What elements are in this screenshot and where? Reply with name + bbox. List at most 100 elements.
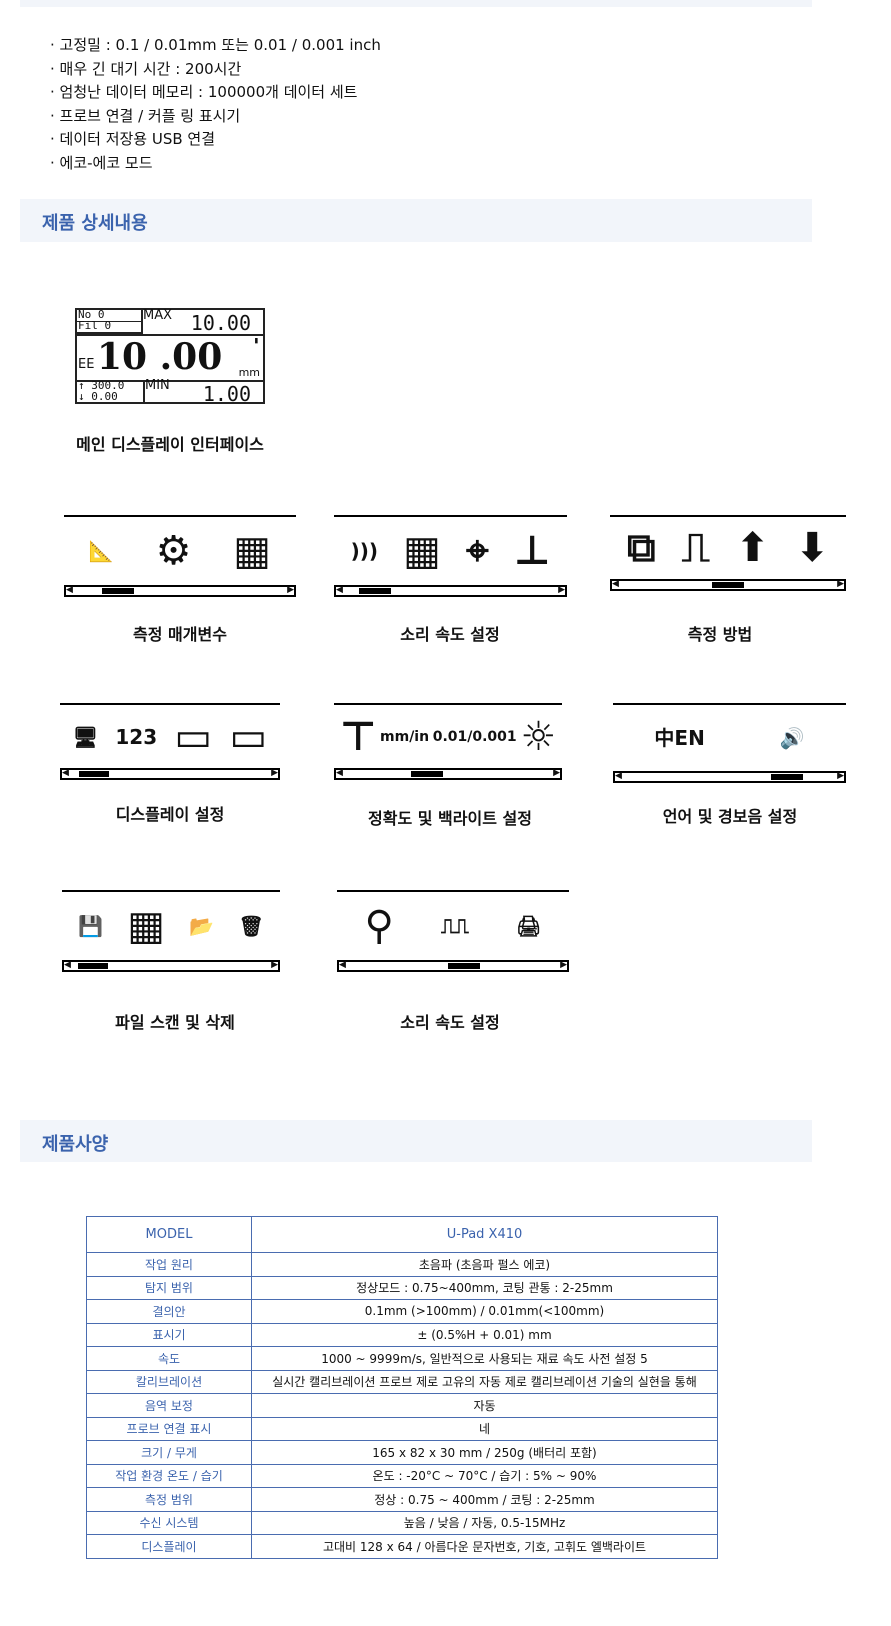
menu-option-icon: 123 — [115, 724, 158, 749]
menu-option-icon: ⧉ — [627, 525, 656, 571]
menu-screen: ⧉⎍⬆⬇◀▶ — [610, 515, 846, 591]
menu-icons: 💾▦📂🗑 — [66, 896, 276, 956]
section-title: 제품 상세내용 — [42, 213, 148, 234]
header-cell: U-Pad X410 — [251, 1216, 718, 1253]
spec-value: 실시간 캘리브레이션 프로브 제로 고유의 자동 제로 캘리브레이션 기술의 실… — [251, 1369, 718, 1394]
menu-caption: 측정 방법 — [687, 625, 753, 644]
menu-option-icon: 🗑 — [238, 914, 264, 938]
scrollbar-thumb — [101, 588, 134, 594]
menu-option-icon: mm/in — [380, 728, 430, 745]
spec-value: 165 x 82 x 30 mm / 250g (배터리 포함) — [251, 1440, 718, 1465]
menu-option-icon: ⎍⎍ — [440, 914, 469, 938]
menu-icons: ⚲⎍⎍🖨 — [341, 896, 565, 956]
arrow-right-icon: ▶ — [837, 579, 844, 589]
scrollbar-thumb — [770, 774, 803, 780]
arrow-right-icon: ▶ — [558, 585, 565, 595]
menu-option-icon: ⚙ — [155, 528, 192, 574]
spec-value: 정상 : 0.75 ~ 400mm / 코팅 : 2-25mm — [251, 1487, 718, 1512]
menu-option-icon: ))) — [350, 539, 378, 563]
menu-caption: 정확도 및 백라이트 설정 — [368, 809, 532, 828]
menu-option-icon: 🔊 — [779, 726, 805, 750]
feature-item: · 데이터 저장용 USB 연결 — [50, 130, 216, 148]
feature-item: · 프로브 연결 / 커플 링 표시기 — [50, 106, 241, 125]
arrow-left-icon: ◀ — [612, 579, 619, 589]
menu-option-icon: 中EN — [654, 726, 705, 750]
scrollbar-thumb — [77, 963, 108, 969]
arrow-left-icon: ◀ — [66, 585, 73, 595]
top-band — [20, 0, 812, 7]
menu-icons: 🖥123▭▭ — [64, 709, 276, 764]
menu-screen: 📐 ⚙ ▦ ◀ ▶ — [64, 515, 296, 597]
menu-option-icon: ▭ — [174, 713, 213, 760]
scrollbar: ◀▶ — [610, 579, 846, 591]
scrollbar: ◀▶ — [334, 585, 567, 597]
menu-caption: 소리 속도 설정 — [400, 1013, 500, 1032]
menu-caption: 측정 매개변수 — [133, 625, 227, 644]
arrow-left-icon: ◀ — [336, 768, 343, 778]
feature-item: · 매우 긴 대기 시간 : 200시간 — [50, 59, 242, 78]
scrollbar: ◀▶ — [337, 960, 569, 972]
scrollbar-thumb — [359, 588, 392, 594]
menu-option-icon: 📐 — [88, 539, 114, 563]
menu-option-icon: ▦ — [403, 528, 441, 574]
spec-label: 측정 범위 — [86, 1487, 252, 1512]
menu-option-icon: 💾 — [78, 914, 104, 938]
menu-option-icon: ▦ — [127, 903, 166, 949]
menu-icons: )))▦⌖⊥ — [338, 521, 563, 581]
arrow-right-icon: ▶ — [560, 960, 567, 970]
menu-option-icon: ☼ — [520, 713, 557, 760]
menu-option-icon: ▦ — [233, 528, 272, 574]
spec-label: 작업 환경 온도 / 습기 — [86, 1463, 252, 1488]
menu-option-icon: ⚲ — [364, 903, 394, 949]
menu-screen: )))▦⌖⊥◀▶ — [334, 515, 567, 597]
spec-value: 높음 / 낮음 / 자동, 0.5-15MHz — [251, 1510, 718, 1535]
section-title: 제품사양 — [42, 1134, 109, 1155]
spec-label: 디스플레이 — [86, 1534, 252, 1559]
lcd-max-value: 10.00 — [190, 311, 251, 335]
menu-option-icon: ⬇ — [795, 525, 829, 571]
menu-icons: ⧉⎍⬆⬇ — [614, 521, 842, 575]
lcd-lower: ↓ 0.00 — [78, 390, 118, 403]
feature-item: · 에코-에코 모드 — [50, 153, 153, 172]
main-display: No 0 Fil 0 MAX 10.00 EE 10 .00 mm ▮ ↑ 30… — [75, 308, 265, 406]
menu-caption: 소리 속도 설정 — [400, 625, 500, 644]
spec-label: 수신 시스템 — [86, 1510, 252, 1535]
arrow-left-icon: ◀ — [339, 960, 346, 970]
spec-value: 자동 — [251, 1393, 718, 1418]
menu-screen: ⚲⎍⎍🖨◀▶ — [337, 890, 569, 972]
spec-value: 네 — [251, 1416, 718, 1441]
spec-label: 표시기 — [86, 1322, 252, 1347]
menu-icons: 中EN 🔊 — [617, 709, 842, 767]
menu-option-icon: ⌖ — [466, 528, 489, 574]
arrow-right-icon: ▶ — [837, 771, 844, 781]
spec-value: 0.1mm (>100mm) / 0.01mm(<100mm) — [251, 1299, 718, 1324]
spec-label: 크기 / 무게 — [86, 1440, 252, 1465]
scrollbar: ◀▶ — [62, 960, 280, 972]
feature-item: · 고정밀 : 0.1 / 0.01mm 또는 0.01 / 0.001 inc… — [50, 36, 381, 54]
menu-option-icon: ▭ — [229, 713, 268, 760]
spec-value: 고대비 128 x 64 / 아름다운 문자번호, 기호, 고휘도 엘백라이트 — [251, 1534, 718, 1559]
spec-value: ± (0.5%H + 0.01) mm — [251, 1322, 718, 1347]
arrow-right-icon: ▶ — [287, 585, 294, 595]
feature-list: · 고정밀 : 0.1 / 0.01mm 또는 0.01 / 0.001 inc… — [50, 34, 381, 175]
menu-caption: 파일 스캔 및 삭제 — [115, 1013, 235, 1032]
scrollbar: ◀▶ — [334, 768, 562, 780]
menu-caption: 디스플레이 설정 — [115, 805, 225, 824]
section-header-detail: 제품 상세내용 — [20, 199, 812, 242]
menu-option-icon: ⊤ — [339, 713, 377, 760]
scrollbar-thumb — [447, 963, 480, 969]
lcd-mode: EE — [78, 357, 95, 372]
